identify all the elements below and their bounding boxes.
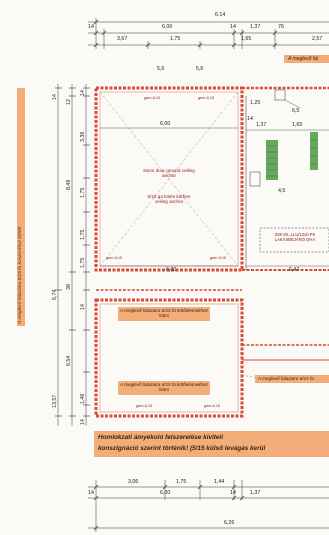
- left-dim-10: 6,74: [52, 289, 58, 300]
- left-dim-11: 14: [80, 304, 86, 310]
- left-vertical-note: A meglevő falazatra 6/15 fa koszorúhoz k…: [18, 226, 23, 324]
- right-top-note: A meglevő fal: [288, 56, 319, 62]
- right-box-note: ZSK-DL.LLU/12x0.PS LAKÁSBEJÁRÓ OHA: [274, 232, 316, 242]
- room2-label-2: gem-6,15: [204, 404, 221, 408]
- top-dim-8: 1,65: [241, 36, 252, 42]
- room1-label-1: gem-8,15: [144, 96, 161, 100]
- bottom-dim-3: 1,44: [214, 479, 225, 485]
- room1-diag-note-1: stone door ground ceiling anchor: [143, 168, 195, 179]
- top-dimension-ticks: [93, 19, 278, 48]
- bottom-dim-7: 1,37: [250, 490, 261, 496]
- top-dim-4: 1,37: [250, 24, 261, 30]
- left-dim-12: 6,54: [66, 355, 72, 366]
- left-dim-2: 3,36: [80, 131, 86, 142]
- left-dim-6: 8,46: [66, 179, 72, 190]
- left-dim-9: 38: [66, 284, 72, 290]
- room1-diag-note-2: 5/15 ga kötés körben ceiling anchor: [147, 194, 191, 205]
- bottom-dimension-ticks: [93, 484, 245, 531]
- right-top-note-box: [284, 55, 329, 63]
- banner-line-2: konszignáció szerint történik! (5/15 kül…: [98, 445, 266, 452]
- top-dim-7: 1,75: [170, 36, 181, 42]
- right-dim-1: 14: [247, 116, 253, 122]
- left-dim-1: 14: [80, 90, 86, 96]
- room2-note-1: A meglevő falazatra 6/15 fa kötőelemekhe…: [120, 308, 208, 319]
- right-small-box: [274, 89, 286, 101]
- right-small-dim-2: 4,5: [278, 188, 286, 194]
- room2-note-2-box: [118, 381, 210, 395]
- room1-width-bottom: 6,00: [166, 267, 177, 273]
- top-dim-1: 14: [88, 24, 94, 30]
- left-dim-5: 1,75: [80, 187, 86, 198]
- room2-note-2: A meglevő falazatra 6/15 fa kötőelemekhe…: [120, 382, 208, 393]
- room2-label-1: gem-8,15: [136, 404, 153, 408]
- right-dim-3: 1,65: [292, 122, 303, 128]
- arc-line: [241, 374, 329, 382]
- room2-right-note-box: [255, 375, 329, 383]
- room2-inner-line: [99, 303, 239, 413]
- right-small-dim-3: 6,5: [292, 108, 300, 114]
- right-small-box-leader: [284, 99, 301, 109]
- left-dimension-ticks: [55, 87, 90, 417]
- bottom-dimension-lines: [88, 480, 329, 532]
- top-dim-3: 14: [230, 24, 236, 30]
- bottom-dim-5: 6,00: [160, 490, 171, 496]
- room1-label-4: gem-5,15: [210, 256, 227, 260]
- room1-dim-50a: 5,6: [157, 66, 165, 72]
- room1-diagonal-b: [99, 91, 239, 267]
- green-element-2: [310, 132, 318, 170]
- bottom-dim-4: 14: [88, 490, 94, 496]
- room1-width-right: 6,47: [289, 267, 300, 273]
- left-note-strip: [17, 88, 25, 326]
- top-dim-5: 76: [278, 24, 284, 30]
- left-dimension-lines: [57, 84, 87, 426]
- left-dim-8: 1,75: [80, 257, 86, 268]
- room2-wall: [94, 298, 244, 418]
- bottom-total-dim: 6,26: [224, 520, 235, 526]
- right-small-dim-1: 1,25: [250, 100, 261, 106]
- bottom-dim-6: 14: [230, 490, 236, 496]
- room2-note-1-box: [118, 307, 210, 321]
- left-dim-15: 14: [80, 419, 86, 425]
- left-dim-7: 1,75: [80, 229, 86, 240]
- room1-dim-50b: 5,6: [196, 66, 204, 72]
- room1-label-3: gem-6,15: [106, 256, 123, 260]
- top-dim-6: 3,67: [117, 36, 128, 42]
- top-dimension-lines: [88, 18, 329, 49]
- left-dim-14: 13,57: [52, 394, 58, 408]
- top-dim-9: 2,57: [312, 36, 323, 42]
- room1-wall: [94, 86, 244, 272]
- room1-width: 6,00: [160, 121, 171, 127]
- right-dim-2: 1,37: [256, 122, 267, 128]
- left-dim-3: 12: [66, 99, 72, 105]
- top-total-dim: 6,14: [215, 12, 226, 18]
- top-dim-2: 6,00: [162, 24, 173, 30]
- ironwork-note-banner: Homlokzati ámyékoló felszerelése kivitel…: [94, 431, 329, 457]
- room1-label-2: gem-8,15: [198, 96, 215, 100]
- right-dashed-box: [259, 227, 329, 253]
- bottom-dim-1: 3,06: [128, 479, 139, 485]
- left-dim-13: 1,46: [80, 393, 86, 404]
- left-dim-4: 14: [52, 94, 58, 100]
- banner-line-1: Homlokzati ámyékoló felszerelése kivitel…: [98, 434, 224, 441]
- green-hatch: [266, 139, 318, 177]
- bottom-dim-2: 1,75: [176, 479, 187, 485]
- right-detail-box: [249, 171, 261, 187]
- room2-right-note: A meglevő falazatra 6/15 fa: [258, 376, 314, 381]
